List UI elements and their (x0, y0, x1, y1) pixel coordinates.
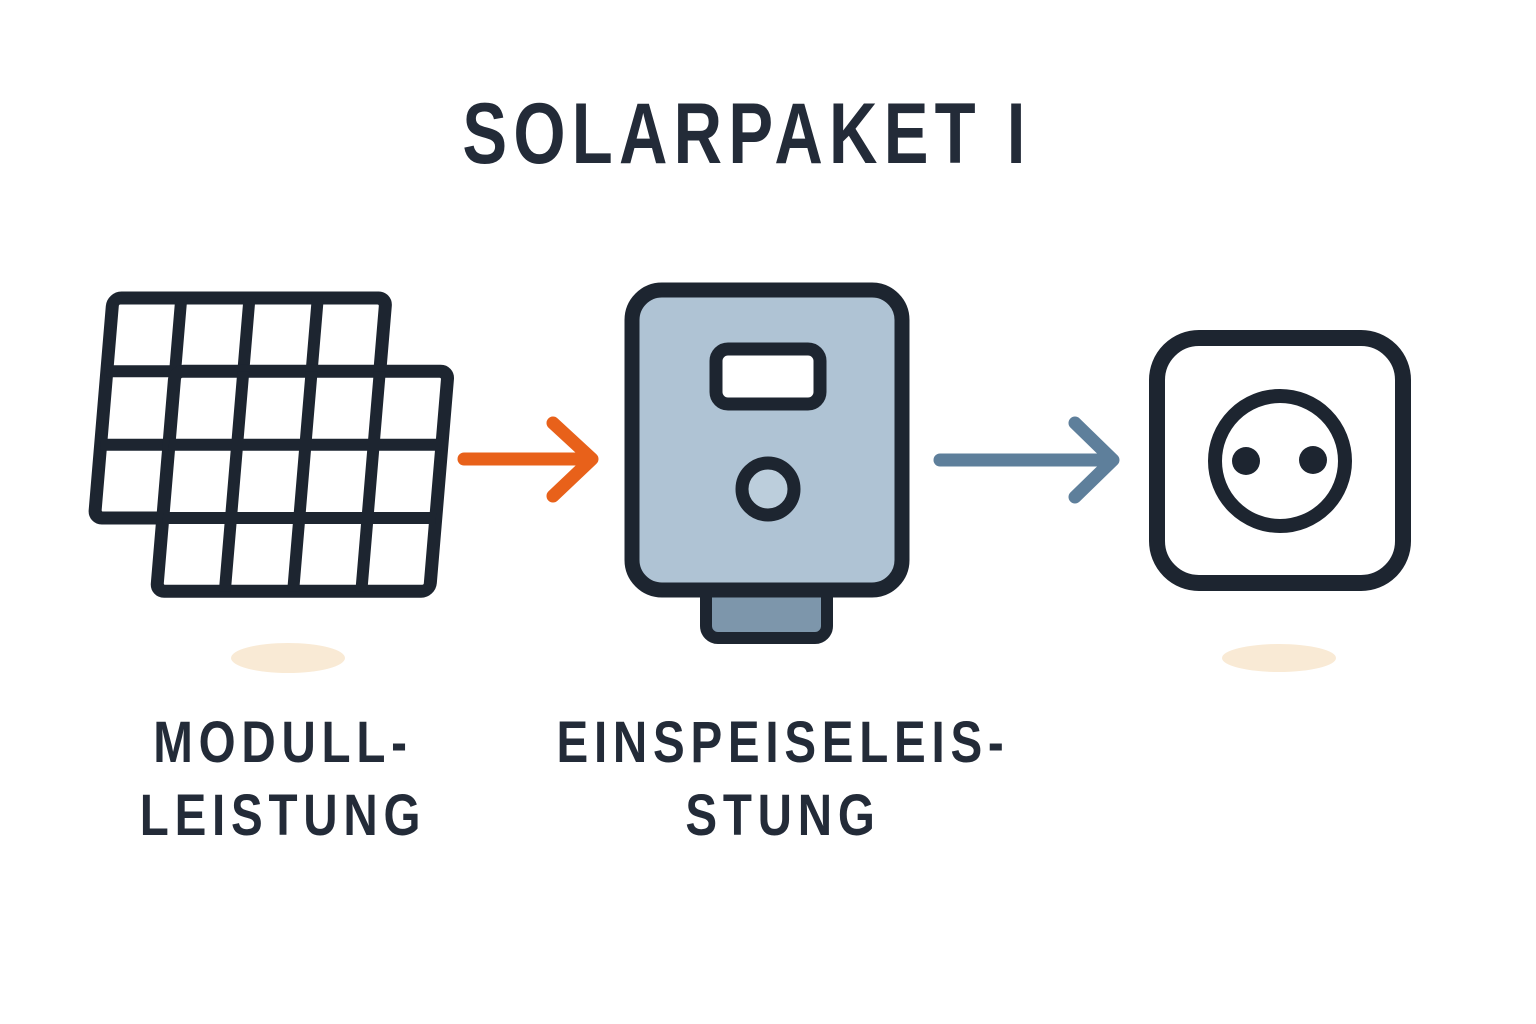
label-line: MODULL- (153, 710, 413, 775)
solar-panel-icon (88, 291, 455, 598)
panel-to-inverter-arrow-icon (457, 416, 599, 503)
label-line: STUNG (685, 783, 881, 848)
arrow-head (546, 416, 599, 503)
label-line: LEISTUNG (139, 783, 427, 848)
label-line: EINSPEISELEIS- (556, 710, 1010, 775)
socket-hole-right (1299, 446, 1327, 474)
power-socket-icon (1149, 330, 1411, 591)
inverter-icon (624, 282, 910, 644)
socket-hole-left (1232, 447, 1260, 475)
label-modulleistung: MODULL- LEISTUNG (78, 706, 488, 852)
arrow-head (1068, 416, 1120, 504)
inverter-to-socket-arrow-icon (933, 416, 1120, 504)
socket-ring (1208, 389, 1352, 533)
inverter-dial (735, 456, 801, 522)
panel-grid-front-lines (162, 371, 443, 592)
panel-shadow (231, 643, 345, 673)
socket-shadow (1222, 644, 1336, 672)
page-title: SOLARPAKET I (462, 86, 1032, 182)
inverter-display (709, 342, 827, 411)
inverter-body (624, 282, 910, 598)
label-einspeiseleistung: EINSPEISELEIS- STUNG (537, 706, 1029, 852)
